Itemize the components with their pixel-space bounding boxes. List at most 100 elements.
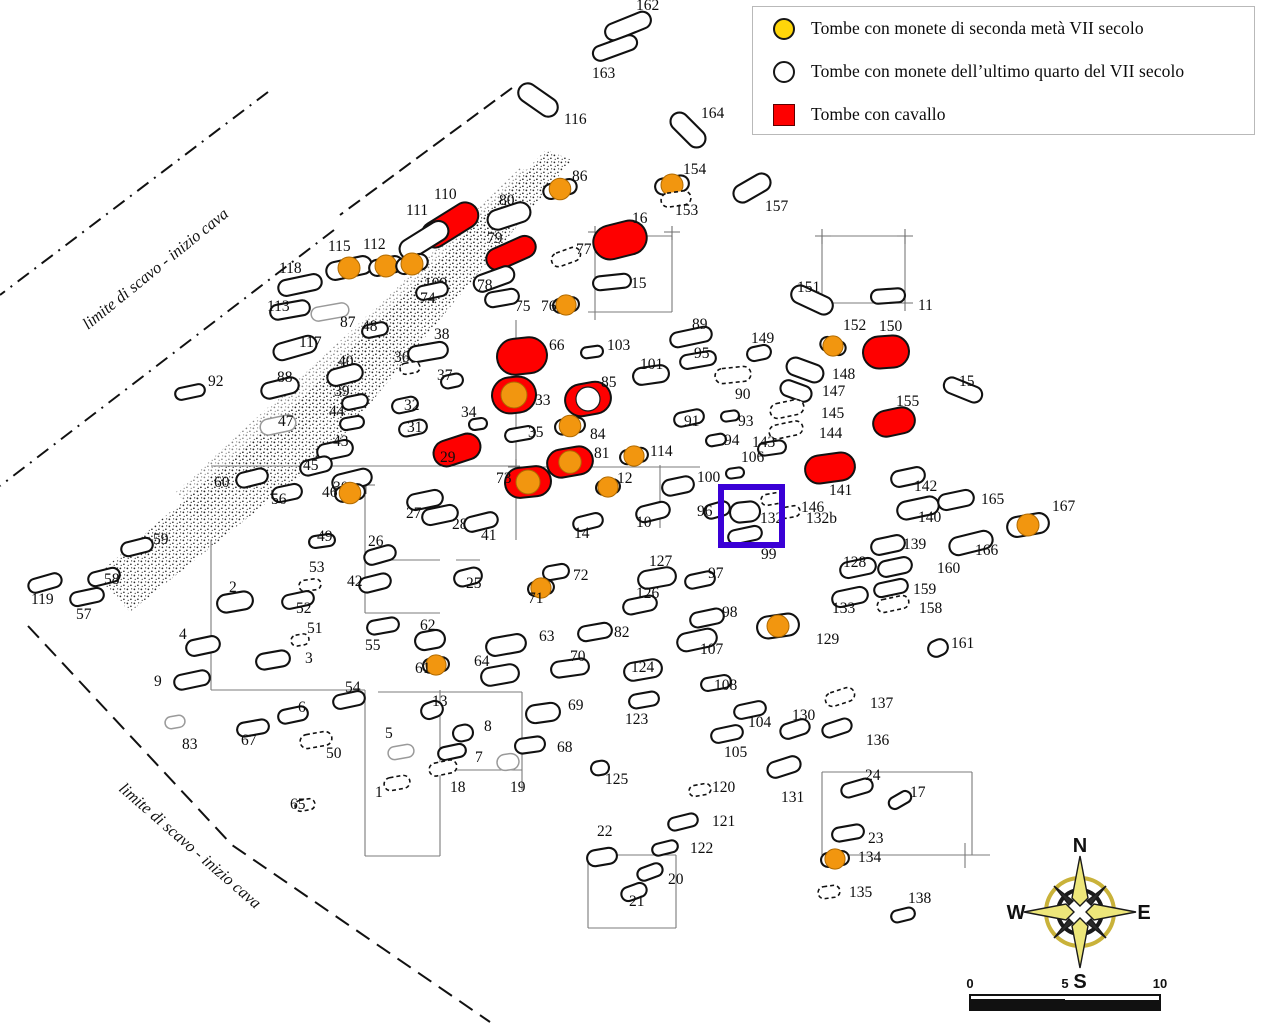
- tomb-80[interactable]: 80: [485, 192, 533, 232]
- tomb-83[interactable]: 83: [164, 714, 198, 753]
- tomb-74[interactable]: 74: [415, 281, 449, 307]
- tomb-75[interactable]: 75: [484, 287, 531, 315]
- tomb-29[interactable]: 29: [430, 430, 484, 470]
- tomb-104[interactable]: 104: [733, 700, 772, 731]
- tomb-153[interactable]: 153: [660, 190, 699, 219]
- tomb-55[interactable]: 55: [365, 616, 400, 654]
- tomb-66[interactable]: 66: [495, 335, 565, 376]
- tomb-21[interactable]: 21: [619, 881, 648, 910]
- tomb-8[interactable]: 8: [451, 718, 492, 743]
- tomb-147[interactable]: 147: [778, 378, 846, 404]
- tomb-34[interactable]: 34: [461, 404, 489, 432]
- tomb-134[interactable]: 134: [820, 848, 882, 870]
- tomb-57[interactable]: 57: [69, 586, 105, 623]
- tomb-53[interactable]: 53: [298, 559, 325, 593]
- tomb-119[interactable]: 119: [27, 572, 64, 608]
- tomb-14[interactable]: 14: [572, 512, 604, 542]
- tomb-52[interactable]: 52: [281, 590, 315, 617]
- tomb-56[interactable]: 56: [271, 482, 303, 508]
- tomb-70[interactable]: 70: [550, 648, 590, 679]
- tomb-99[interactable]: 99: [727, 524, 777, 563]
- tomb-12[interactable]: 12: [594, 470, 633, 498]
- tomb-94[interactable]: 94: [705, 432, 740, 449]
- tomb-76[interactable]: 76: [541, 294, 580, 316]
- tomb-20[interactable]: 20: [636, 861, 684, 888]
- tomb-107[interactable]: 107: [676, 627, 724, 658]
- tomb-51[interactable]: 51: [290, 620, 323, 647]
- tomb-108[interactable]: 108: [700, 673, 738, 694]
- tomb-54[interactable]: 54: [332, 679, 366, 710]
- tomb-19[interactable]: 19: [496, 752, 526, 796]
- tomb-117[interactable]: 117: [272, 334, 322, 362]
- tomb-42[interactable]: 42: [347, 572, 392, 594]
- tomb-17[interactable]: 17: [887, 784, 926, 811]
- tomb-4[interactable]: 4: [179, 626, 221, 657]
- tomb-140[interactable]: 140: [896, 495, 942, 526]
- tomb-161[interactable]: 161: [926, 635, 975, 659]
- tomb-3[interactable]: 3: [255, 649, 313, 671]
- tomb-145[interactable]: 145: [769, 398, 845, 422]
- tomb-85[interactable]: 85: [563, 374, 617, 419]
- tomb-39[interactable]: 39: [334, 383, 369, 411]
- tomb-89[interactable]: 89: [669, 316, 713, 349]
- tomb-6[interactable]: 6: [277, 699, 309, 725]
- tomb-23[interactable]: 23: [831, 823, 884, 847]
- tomb-111[interactable]: 111: [396, 202, 452, 263]
- tomb-27[interactable]: 27: [406, 488, 445, 522]
- tomb-78[interactable]: 78: [471, 264, 516, 294]
- tomb-22[interactable]: 22: [586, 823, 618, 868]
- tomb-137[interactable]: 137: [824, 686, 894, 712]
- tomb-71[interactable]: 71: [527, 577, 555, 607]
- tomb-131[interactable]: 131: [765, 754, 804, 806]
- tomb-152[interactable]: 152: [818, 317, 866, 357]
- tomb-16[interactable]: 16: [590, 210, 651, 263]
- tomb-26[interactable]: 26: [363, 533, 398, 567]
- tomb-49[interactable]: 49: [308, 528, 336, 550]
- tomb-167[interactable]: 167: [1006, 498, 1076, 538]
- tomb-1[interactable]: 1: [375, 774, 411, 801]
- tomb-69[interactable]: 69: [525, 697, 584, 725]
- tomb-115[interactable]: 115: [325, 238, 374, 282]
- tomb-33[interactable]: 33: [490, 375, 551, 415]
- tomb-126[interactable]: 126: [622, 585, 660, 616]
- tomb-141[interactable]: 141: [803, 451, 856, 499]
- tomb-81[interactable]: 81: [545, 444, 610, 480]
- tomb-157[interactable]: 157: [730, 170, 789, 215]
- tomb-112[interactable]: 112: [363, 236, 404, 278]
- tomb-101[interactable]: 101: [632, 356, 670, 386]
- tomb-64[interactable]: 64: [474, 653, 520, 687]
- tomb-2[interactable]: 2: [216, 579, 255, 614]
- tomb-47[interactable]: 47: [259, 413, 298, 437]
- tomb-150[interactable]: 150: [862, 318, 910, 370]
- tomb-163[interactable]: 163: [591, 33, 639, 82]
- tomb-38[interactable]: 38: [407, 326, 450, 364]
- tomb-98[interactable]: 98: [689, 604, 738, 629]
- tomb-68[interactable]: 68: [514, 735, 573, 756]
- tomb-25[interactable]: 25: [452, 566, 483, 592]
- tomb-77[interactable]: 77: [550, 241, 592, 269]
- tomb-41[interactable]: 41: [463, 511, 500, 544]
- tomb-128[interactable]: 128: [839, 554, 878, 580]
- tomb-133[interactable]: 133: [831, 585, 870, 617]
- tomb-9[interactable]: 9: [154, 669, 211, 691]
- tomb-123[interactable]: 123: [625, 690, 660, 728]
- tomb-160[interactable]: 160: [877, 556, 961, 579]
- tomb-46[interactable]: 46: [322, 481, 366, 505]
- tomb-88[interactable]: 88: [260, 369, 301, 400]
- tomb-79[interactable]: 79: [483, 230, 539, 274]
- tomb-135[interactable]: 135: [817, 884, 873, 901]
- tomb-155[interactable]: 155: [871, 393, 920, 439]
- tomb-146[interactable]: 146: [760, 491, 825, 516]
- tomb-164[interactable]: 164: [667, 105, 725, 151]
- tomb-113[interactable]: 113: [267, 298, 311, 321]
- tomb-82[interactable]: 82: [577, 621, 630, 643]
- tomb-40[interactable]: 40: [325, 353, 364, 388]
- tomb-61[interactable]: 61: [415, 654, 450, 677]
- tomb-90[interactable]: 90: [714, 365, 752, 403]
- tomb-45[interactable]: 45: [299, 455, 334, 477]
- tomb-138[interactable]: 138: [890, 890, 932, 924]
- tomb-5[interactable]: 5: [385, 725, 415, 761]
- tomb-132[interactable]: 132: [728, 500, 783, 527]
- tomb-103[interactable]: 103: [580, 337, 631, 360]
- tomb-15[interactable]: 15: [592, 272, 647, 292]
